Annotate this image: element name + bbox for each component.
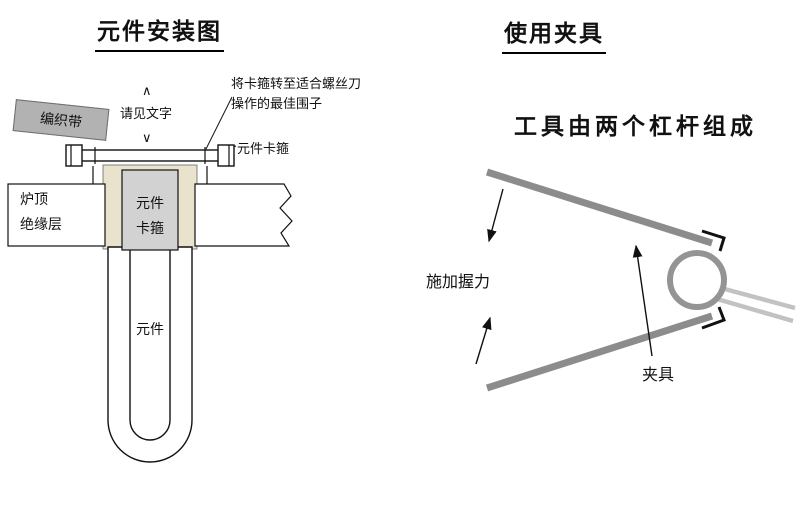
grip-arrow-top <box>487 188 504 243</box>
insulation-block-right <box>194 183 293 247</box>
element-clamp-block <box>121 169 179 251</box>
clamp-band-bar <box>77 149 223 162</box>
clamp-tool-diagram <box>475 168 796 392</box>
lever-top <box>485 168 714 247</box>
braided-band-label: 编织带 <box>39 110 83 132</box>
insulation-label: 炉顶 绝缘层 <box>20 192 62 233</box>
hook-top <box>701 229 726 252</box>
see-text-label: 请见文字 <box>120 107 173 122</box>
right-diagram-title: 使用夹具 <box>502 14 606 54</box>
element-label: 元件 <box>136 322 164 338</box>
element-clamp-callout: 元件卡箍 <box>237 142 290 157</box>
clamp-tool-label: 夹具 <box>642 365 675 384</box>
caret-up-icon: ∧ <box>142 84 152 99</box>
clamp-pointer-arrow <box>632 244 653 357</box>
insulation-block-left <box>7 183 106 247</box>
installation-diagram <box>7 96 293 463</box>
tool-description: 工具由两个杠杆组成 <box>514 114 757 140</box>
rotate-note: 将卡箍转至适合螺丝刀操作的最佳围子 <box>231 77 362 112</box>
grip-force-label: 施加握力 <box>426 272 491 291</box>
clamp-screw-right <box>217 144 235 167</box>
lever-bottom <box>485 312 714 392</box>
caret-down-icon: ∨ <box>142 131 152 146</box>
clamp-screw-left <box>65 144 83 167</box>
hook-bottom <box>701 306 726 330</box>
element-u-tube <box>107 246 193 463</box>
grip-arrow-bottom <box>475 316 492 365</box>
element-ring <box>667 250 727 310</box>
element-tail-top <box>720 285 796 311</box>
clamp-block-label: 元件 卡箍 <box>136 196 164 237</box>
left-diagram-title: 元件安装图 <box>95 12 224 52</box>
element-tail-bottom <box>716 296 794 324</box>
rotate-note-leader-line <box>205 96 233 150</box>
